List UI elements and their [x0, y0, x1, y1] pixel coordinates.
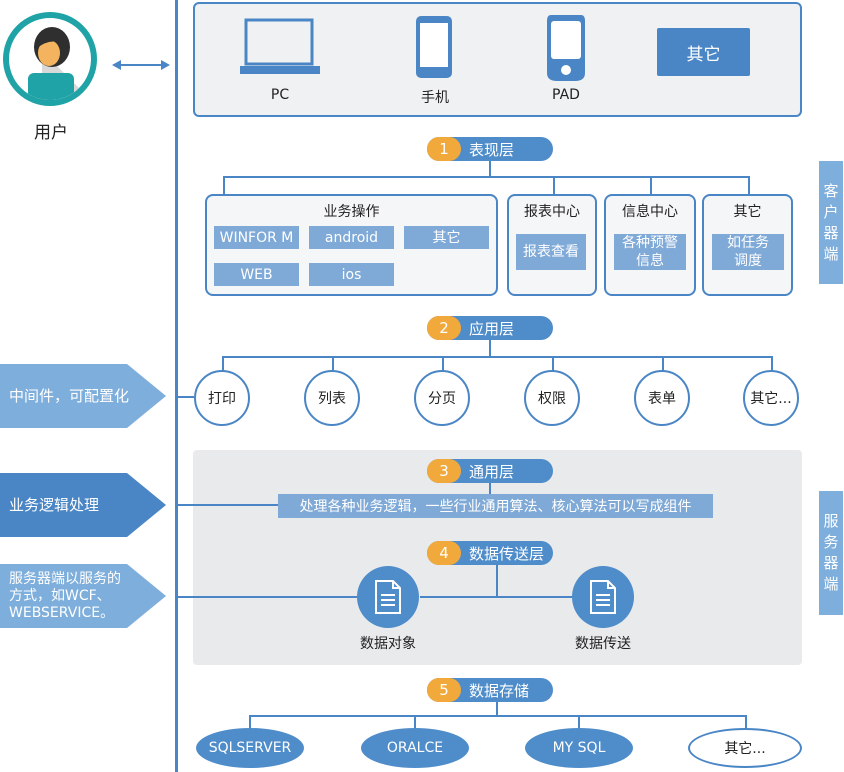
db-other: 其它... — [688, 728, 802, 768]
connector — [748, 176, 750, 195]
layer-3-pill: 3 通用层 — [427, 459, 553, 483]
db-oracle: ORALCE — [361, 728, 469, 768]
data-object-icon — [357, 566, 419, 628]
connector — [489, 483, 491, 495]
connector — [223, 176, 225, 195]
note-service: 服务器端以服务的方式，如WCF、WEBSERVICE。 — [0, 564, 166, 628]
connector — [489, 161, 491, 177]
layer-4-label: 数据传送层 — [469, 544, 545, 563]
db-mysql: MY SQL — [525, 728, 633, 768]
connector — [249, 715, 251, 729]
connector — [442, 356, 444, 371]
phone-icon — [416, 16, 452, 78]
connector — [489, 340, 491, 357]
other-title: 其它 — [733, 204, 762, 220]
report-item: 报表查看 — [516, 234, 586, 270]
connector — [222, 356, 772, 358]
business-title: 业务操作 — [323, 204, 380, 220]
connector — [650, 176, 652, 195]
layer-1-label: 表现层 — [469, 140, 515, 159]
business-item-other: 其它 — [404, 226, 489, 249]
app-item-other: 其它... — [743, 370, 799, 426]
app-item-form: 表单 — [634, 370, 690, 426]
connector — [178, 596, 357, 598]
layer-2-pill: 2 应用层 — [427, 316, 553, 340]
main-axis-line — [175, 0, 178, 772]
business-item-winform: WINFOR M — [214, 226, 299, 249]
app-item-paging: 分页 — [414, 370, 470, 426]
other-item: 如任务调度 — [712, 234, 784, 270]
layer-3-number: 3 — [427, 459, 461, 483]
db-sqlserver: SQLSERVER — [196, 728, 304, 768]
connector — [414, 715, 416, 729]
laptop-icon — [240, 18, 320, 74]
layer-5-number: 5 — [427, 678, 461, 702]
report-title: 报表中心 — [524, 204, 580, 220]
layer-3-label: 通用层 — [469, 462, 515, 481]
business-item-android: android — [309, 226, 394, 249]
device-other-button[interactable]: 其它 — [657, 28, 750, 76]
connector — [553, 176, 555, 195]
layer-5-label: 数据存储 — [469, 681, 530, 700]
device-label-phone: 手机 — [421, 90, 449, 106]
layer-2-number: 2 — [427, 316, 461, 340]
business-item-ios: ios — [309, 263, 394, 286]
device-label-pc: PC — [270, 87, 290, 103]
layer-4-number: 4 — [427, 541, 461, 565]
user-label: 用户 — [34, 123, 68, 143]
connector — [771, 356, 773, 371]
double-arrow-icon — [112, 60, 170, 70]
client-side-tag: 客户器端 — [819, 161, 843, 284]
device-label-pad: PAD — [552, 87, 580, 103]
data-object-label: 数据对象 — [360, 636, 416, 652]
layer-2-label: 应用层 — [469, 319, 515, 338]
note-business-logic: 业务逻辑处理 — [0, 473, 166, 537]
connector — [249, 715, 746, 717]
connector — [496, 702, 498, 716]
layer-1-pill: 1 表现层 — [427, 137, 553, 161]
info-item: 各种预警信息 — [614, 234, 686, 270]
connector — [578, 715, 580, 729]
connector — [222, 356, 224, 371]
user-avatar — [2, 11, 98, 107]
connector — [552, 356, 554, 371]
connector — [745, 715, 747, 729]
business-item-web: WEB — [214, 263, 299, 286]
connector — [178, 396, 194, 398]
connector — [223, 176, 749, 178]
connector — [496, 565, 498, 597]
layer-4-pill: 4 数据传送层 — [427, 541, 553, 565]
layer-1-number: 1 — [427, 137, 461, 161]
connector — [332, 356, 334, 371]
data-transfer-icon — [572, 566, 634, 628]
tablet-icon — [547, 15, 585, 81]
app-item-list: 列表 — [304, 370, 360, 426]
server-side-tag: 服务器端 — [819, 491, 843, 615]
data-transfer-label: 数据传送 — [575, 636, 631, 652]
layer-5-pill: 5 数据存储 — [427, 678, 553, 702]
info-title: 信息中心 — [622, 204, 678, 220]
common-layer-description: 处理各种业务逻辑，一些行业通用算法、核心算法可以写成组件 — [278, 494, 713, 518]
note-middleware: 中间件，可配置化 — [0, 364, 166, 428]
app-item-print: 打印 — [194, 370, 250, 426]
connector — [420, 596, 572, 598]
app-item-permission: 权限 — [524, 370, 580, 426]
connector — [178, 504, 278, 506]
connector — [662, 356, 664, 371]
